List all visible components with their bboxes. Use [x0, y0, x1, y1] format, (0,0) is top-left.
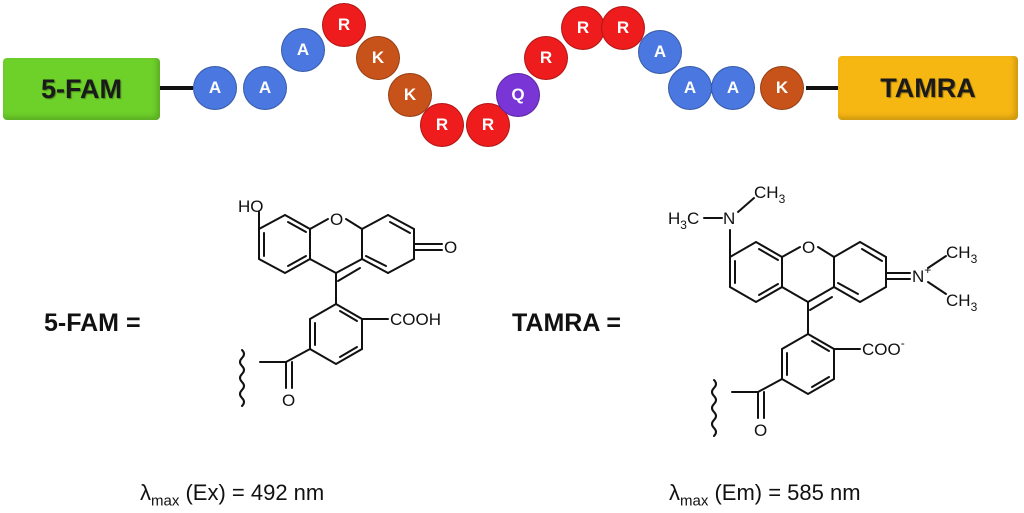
residue-K-16: K: [760, 66, 804, 110]
fam-lambda-sub: max: [151, 492, 180, 510]
tamra-lambda-text: (Em) = 585 nm: [708, 480, 861, 505]
tamra-lambda-max: λmax (Em) = 585 nm: [669, 480, 861, 509]
tamra-equals-label: TAMRA =: [512, 309, 622, 337]
fam-equals-label: 5-FAM =: [44, 309, 141, 337]
residue-A-1: A: [193, 66, 237, 110]
tamra-tag-label: TAMRA: [880, 72, 976, 103]
residue-R-11: R: [561, 6, 605, 50]
fam-ketone-o-text: O: [444, 238, 457, 257]
tamra-left-amine: [703, 197, 755, 258]
tamra-center-ring: [781, 246, 835, 311]
residue-A-3: A: [281, 28, 325, 72]
tamra-left-ring: [729, 240, 783, 304]
tamra-benzoate-ring: [711, 301, 861, 437]
residue-A-13: A: [638, 30, 682, 74]
fam-tag-box: 5-FAM: [3, 58, 160, 120]
residue-R-7: R: [420, 103, 464, 147]
tamra-lambda-symbol: λ: [669, 480, 680, 505]
residue-A-14: A: [668, 66, 712, 110]
residue-K-5: K: [356, 36, 400, 80]
fam-lambda-text: (Ex) = 492 nm: [179, 480, 325, 505]
fam-right-ring: [361, 214, 443, 274]
tamra-ch3-r2-text: CH3: [946, 291, 978, 314]
fam-structure: HO O O COOH O: [238, 197, 457, 410]
fam-ring-o-text: O: [330, 210, 343, 229]
right-linker: [806, 86, 838, 90]
tamra-amide-o-text: O: [754, 421, 767, 440]
tamra-n-plus-text: N+: [912, 263, 931, 286]
tamra-ch3-top-text: CH3: [754, 183, 786, 206]
residue-A-2: A: [243, 66, 287, 110]
fam-lambda-max: λmax (Ex) = 492 nm: [140, 480, 324, 509]
tamra-tag-box: TAMRA: [838, 56, 1018, 120]
fam-benzoic-ring: [239, 272, 389, 407]
residue-R-10: R: [524, 36, 568, 80]
residue-R-4: R: [322, 3, 366, 47]
residue-Q-9: Q: [496, 73, 540, 117]
tamra-h3c-text: H3C: [668, 209, 699, 232]
residue-A-15: A: [711, 66, 755, 110]
tamra-ring-o-text: O: [802, 238, 815, 257]
tamra-structure: N CH3 H3C O N+ CH3 CH3 COO- O: [668, 183, 978, 440]
left-linker: [160, 86, 193, 90]
fam-amide-o-text: O: [282, 391, 295, 410]
fam-center-ring: [309, 218, 363, 282]
fam-lambda-symbol: λ: [140, 480, 151, 505]
tamra-right-ring: [833, 241, 947, 303]
tamra-left-n-text: N: [723, 209, 735, 228]
fam-tag-label: 5-FAM: [41, 73, 122, 104]
residue-R-8: R: [466, 103, 510, 147]
fam-ho-text: HO: [238, 197, 264, 216]
fam-cooh-text: COOH: [390, 310, 441, 329]
fam-left-ring: [258, 213, 311, 275]
tamra-coo-text: COO-: [862, 336, 905, 359]
tamra-ch3-r1-text: CH3: [946, 243, 978, 266]
tamra-lambda-sub: max: [680, 492, 709, 510]
residue-R-12: R: [601, 6, 645, 50]
